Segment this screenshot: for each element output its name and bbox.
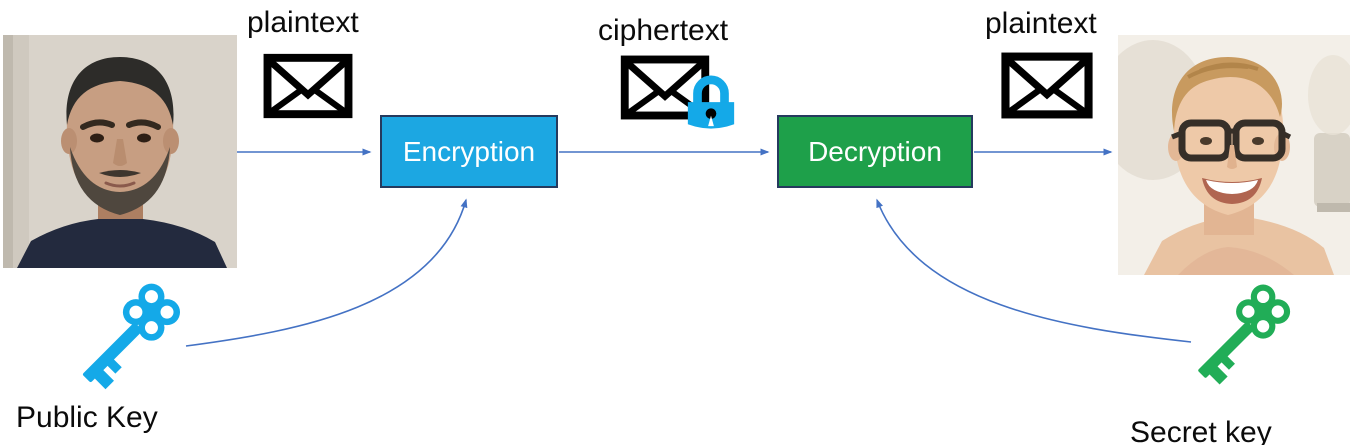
- secret-key-label: Secret key: [1130, 416, 1272, 445]
- decryption-label: Decryption: [808, 135, 942, 167]
- sender-photo: [3, 35, 237, 268]
- encryption-label: Encryption: [402, 135, 536, 167]
- receiver-photo: [1118, 35, 1350, 275]
- ciphertext-label: ciphertext: [598, 14, 729, 47]
- envelope-plaintext-left-icon: [263, 53, 353, 119]
- plaintext-left-label: plaintext: [247, 6, 359, 39]
- padlock-icon: [684, 75, 738, 133]
- public-key-icon: [70, 283, 182, 395]
- public-key-label: Public Key: [16, 401, 158, 434]
- encryption-box: Encryption: [380, 115, 558, 188]
- plaintext-right-label: plaintext: [985, 7, 1097, 40]
- envelope-plaintext-right-icon: [1001, 52, 1093, 119]
- secret-key-icon: [1186, 284, 1292, 390]
- decryption-box: Decryption: [777, 115, 973, 188]
